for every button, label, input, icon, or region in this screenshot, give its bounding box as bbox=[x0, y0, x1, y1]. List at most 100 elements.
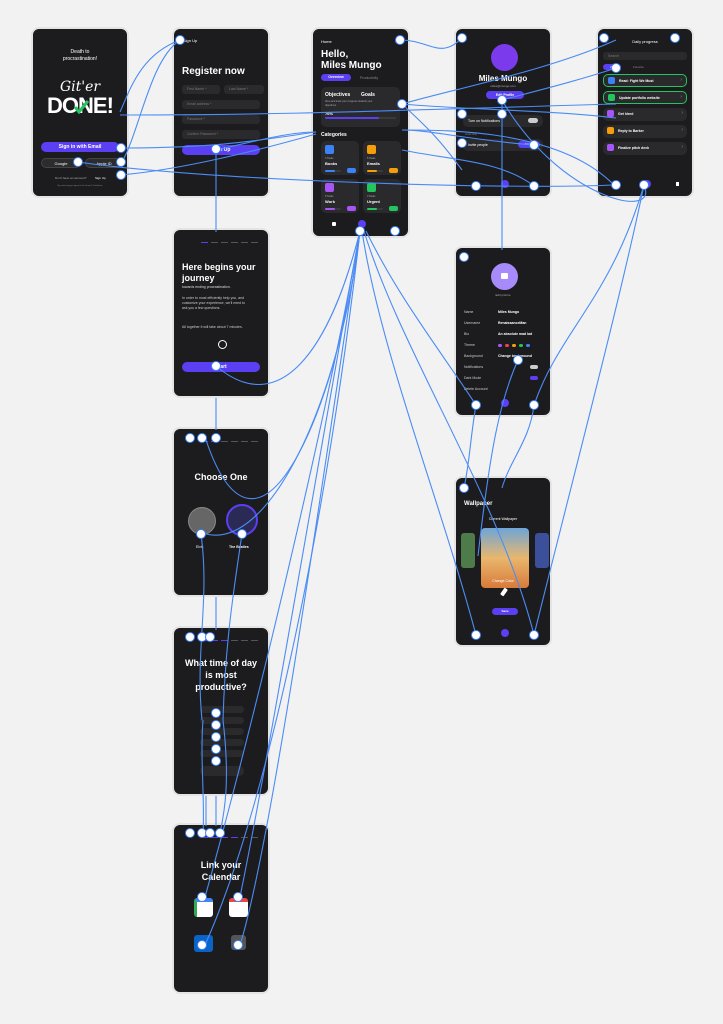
theme-color-swatch[interactable] bbox=[526, 343, 530, 347]
time-option[interactable] bbox=[200, 739, 244, 746]
tab-productivity[interactable]: Productivity bbox=[360, 76, 379, 80]
terms-text[interactable]: By continuing you agree to the Terms & C… bbox=[57, 185, 103, 187]
add-nav-button[interactable] bbox=[358, 220, 366, 228]
toggle-switch[interactable] bbox=[530, 376, 538, 380]
journey-p4: All together it will take about 7 minute… bbox=[182, 325, 243, 329]
time-option[interactable] bbox=[200, 706, 244, 713]
profile-name: Miles Mungo bbox=[478, 74, 528, 83]
signup-link[interactable]: Sign Up bbox=[95, 176, 106, 180]
objectives-desc: View and track your progress towards you… bbox=[325, 100, 373, 107]
time-of-day-screen: What time of day is most productive? bbox=[172, 626, 270, 796]
toggle-switch[interactable] bbox=[530, 365, 538, 369]
task-item[interactable]: Get hired› bbox=[603, 108, 687, 121]
flow-node bbox=[611, 63, 621, 73]
choose-screen: Choose One Elvis The Beatles bbox=[172, 427, 270, 597]
task-name: Read: Fight We Must bbox=[619, 79, 654, 83]
profile-field-label: Delete Account bbox=[464, 387, 488, 391]
change-color-label: Change Color bbox=[492, 579, 514, 583]
back-link[interactable]: Sign Up bbox=[183, 38, 198, 43]
profile-field-label: Username bbox=[464, 321, 481, 325]
tab-overview[interactable]: Overview bbox=[321, 74, 351, 81]
objectives-card[interactable]: Objectives Goals View and track your pro… bbox=[321, 87, 400, 127]
time-title-1: What time of day bbox=[184, 658, 257, 668]
theme-color-swatch[interactable] bbox=[512, 343, 516, 347]
eyedropper-icon[interactable] bbox=[500, 587, 508, 597]
notifications-toggle[interactable] bbox=[528, 118, 538, 123]
theme-color-swatch[interactable] bbox=[519, 343, 523, 347]
profile-field-value[interactable]: RenaissanceMan bbox=[498, 321, 527, 325]
category-badge bbox=[389, 206, 398, 211]
theme-color-swatch[interactable] bbox=[498, 343, 502, 347]
objectives-label: Objectives bbox=[325, 92, 351, 98]
categories-label: Categories bbox=[321, 132, 347, 138]
flow-node bbox=[457, 33, 467, 43]
daily-menu-nav[interactable] bbox=[676, 182, 679, 186]
password-field[interactable]: Password * bbox=[182, 115, 260, 124]
greeting-line-2: Miles Mungo bbox=[321, 60, 382, 71]
choose-title: Choose One bbox=[194, 472, 248, 482]
calendar-title-2: Calendar bbox=[201, 872, 241, 882]
profile-field-value[interactable]: Miles Mungo bbox=[498, 310, 520, 314]
journey-p1: In order to most efficiently help you, a… bbox=[182, 296, 244, 300]
flow-node bbox=[73, 157, 83, 167]
time-option[interactable] bbox=[200, 717, 244, 724]
first-name-field[interactable]: First Name * bbox=[182, 85, 220, 94]
flow-node bbox=[185, 632, 195, 642]
task-item[interactable]: Read: Fight We Must› bbox=[603, 74, 687, 87]
task-item[interactable]: Reply to Barker› bbox=[603, 125, 687, 138]
category-icon bbox=[325, 145, 334, 154]
time-option[interactable] bbox=[200, 766, 244, 776]
email-field[interactable]: Email address * bbox=[182, 100, 260, 109]
search-input[interactable]: Search bbox=[603, 52, 687, 60]
splash-screen: Death to procrastination! Git'er DONE! S… bbox=[31, 27, 129, 198]
profile-field-label: Notifications bbox=[464, 365, 484, 369]
last-name-field[interactable]: Last Name * bbox=[224, 85, 264, 94]
flow-node bbox=[211, 708, 221, 718]
task-icon bbox=[607, 110, 614, 117]
sign-up-button[interactable]: Sign Up bbox=[182, 145, 260, 155]
flow-node bbox=[233, 940, 243, 950]
flow-node bbox=[116, 143, 126, 153]
journey-subtitle: towards ending procrastination. bbox=[182, 285, 231, 289]
profile-field-value[interactable]: An absolute mad lad bbox=[498, 332, 533, 336]
flow-node bbox=[457, 138, 467, 148]
chevron-right-icon: › bbox=[681, 144, 683, 150]
task-item[interactable]: Finalize pitch deck› bbox=[603, 142, 687, 155]
category-count: 5 Tasks bbox=[367, 157, 376, 160]
wallpaper-prev[interactable] bbox=[461, 533, 475, 568]
edit-picture-label[interactable]: Edit picture bbox=[495, 293, 511, 297]
category-name: Books bbox=[325, 161, 338, 166]
camera-icon[interactable] bbox=[501, 273, 508, 279]
flow-node bbox=[211, 144, 221, 154]
invite-label: Invite people bbox=[468, 143, 488, 147]
category-icon bbox=[367, 145, 376, 154]
category-name: Emails bbox=[367, 161, 380, 166]
calendar-screen: Link your Calendar bbox=[172, 823, 270, 994]
daily-title: Daily progress bbox=[632, 39, 658, 44]
time-option[interactable] bbox=[200, 750, 244, 757]
logo-top: Git'er bbox=[59, 79, 101, 95]
wallpaper-next[interactable] bbox=[535, 533, 549, 568]
start-button[interactable]: Start bbox=[182, 362, 260, 372]
save-wallpaper-button[interactable]: Save bbox=[492, 608, 518, 615]
flow-node bbox=[211, 361, 221, 371]
category-icon bbox=[325, 183, 334, 192]
current-wallpaper-label: Current Wallpaper bbox=[488, 517, 518, 521]
time-option[interactable] bbox=[200, 728, 244, 735]
sign-in-email-button[interactable]: Sign in with Email bbox=[41, 142, 119, 152]
profile-add-nav[interactable] bbox=[501, 180, 509, 188]
edit-add-nav[interactable] bbox=[501, 399, 509, 407]
wallpaper-add-nav[interactable] bbox=[501, 629, 509, 637]
tab-favorite[interactable]: Favorite bbox=[633, 65, 644, 69]
category-badge bbox=[347, 168, 356, 173]
task-item[interactable]: Update portfolio website› bbox=[603, 91, 687, 104]
home-nav-icon[interactable] bbox=[332, 222, 336, 226]
home-header: Home bbox=[321, 39, 332, 44]
theme-color-swatch[interactable] bbox=[505, 343, 509, 347]
confirm-password-field[interactable]: Confirm Password * bbox=[182, 130, 260, 139]
